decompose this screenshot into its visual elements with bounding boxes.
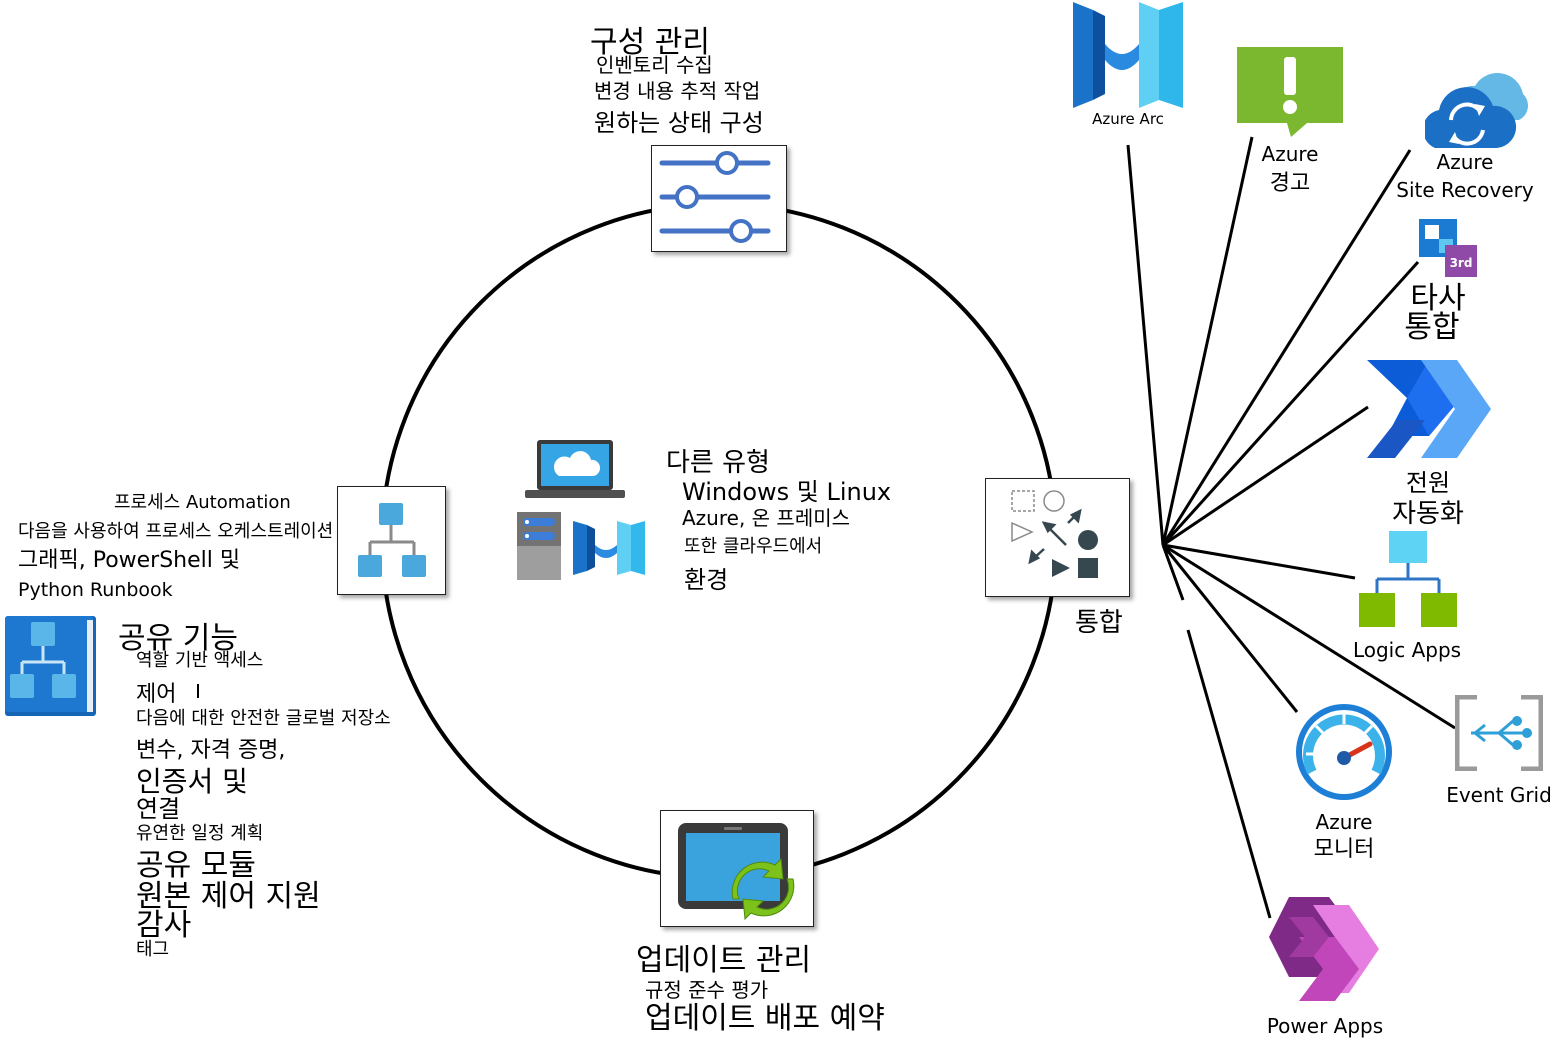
shapes-icon <box>1011 490 1098 578</box>
shared-item-tags: 태그 <box>136 939 170 960</box>
connector-alerts <box>1161 136 1254 546</box>
center-line-cloud: 또한 클라우드에서 <box>684 536 823 557</box>
tablet-sync-icon <box>678 823 795 921</box>
integration-label: 통합 <box>1075 608 1123 638</box>
alerts-label-line1: Azure <box>1261 142 1319 166</box>
text-cursor <box>197 684 199 698</box>
shared-item-certificates: 인증서 및 <box>136 765 248 798</box>
site-recovery-label-line1: Azure <box>1436 150 1494 174</box>
azure-arc-label: Azure Arc <box>1092 110 1164 128</box>
alert-icon <box>1237 47 1343 137</box>
center-line-azure: Azure, 온 프레미스 <box>682 506 851 530</box>
power-apps-icon <box>1269 897 1379 1001</box>
config-title: 구성 관리 <box>590 25 710 60</box>
shared-item-rbac: 역할 기반 액세스 <box>136 650 264 671</box>
power-apps-label: Power Apps <box>1266 1014 1384 1038</box>
process-line-graphical: 그래픽, PowerShell 및 <box>18 548 241 573</box>
shared-item-scheduling: 유연한 일정 계획 <box>136 823 264 844</box>
config-item-dsc: 원하는 상태 구성 <box>594 109 764 137</box>
azure-arc-icon <box>1073 2 1183 108</box>
monitor-label-line2: 모니터 <box>1313 837 1375 862</box>
connector-third-party <box>1161 260 1420 547</box>
config-item-change-tracking: 변경 내용 추적 작업 <box>594 79 761 103</box>
shared-book-icon <box>5 616 96 716</box>
event-grid-label: Event Grid <box>1446 783 1552 807</box>
process-line-orchestration: 다음을 사용하여 프로세스 오케스트레이션 <box>18 521 334 542</box>
server-icon <box>517 512 561 580</box>
update-item-compliance: 규정 준수 평가 <box>645 978 769 1002</box>
power-automate-label-line2: 자동화 <box>1392 499 1464 529</box>
shared-item-control: 제어 <box>136 682 177 707</box>
process-icon-box <box>337 486 446 595</box>
third-party-label-line2: 통합 <box>1404 310 1460 345</box>
sliders-icon <box>659 151 771 243</box>
logic-apps-label: Logic Apps <box>1352 638 1462 662</box>
connector-event-grid <box>1162 543 1456 730</box>
center-title: 다른 유형 <box>666 448 770 478</box>
monitor-label-line1: Azure <box>1315 810 1373 834</box>
integration-icon-box <box>985 478 1130 597</box>
shared-title: 공유 기능 <box>118 621 238 656</box>
runbook-hierarchy-icon <box>358 503 426 577</box>
update-title: 업데이트 관리 <box>636 943 812 978</box>
connector-azure-arc <box>1126 144 1165 546</box>
center-line-env: 환경 <box>684 566 729 594</box>
connector-monitor <box>1161 544 1299 713</box>
azure-arc-small-icon <box>573 521 645 575</box>
shared-item-connections: 연결 <box>136 795 181 823</box>
connector-power-automate <box>1162 405 1369 547</box>
event-grid-icon <box>1455 695 1543 771</box>
process-line-python: Python Runbook <box>18 579 173 601</box>
monitor-gauge-icon <box>1296 704 1392 800</box>
site-recovery-icon <box>1425 73 1528 148</box>
shared-item-secure-store: 다음에 대한 안전한 글로벌 저장소 <box>136 708 391 729</box>
shared-item-modules: 공유 모듈 <box>136 848 256 883</box>
connector-stub <box>1161 544 1185 601</box>
center-line-os: Windows 및 Linux <box>682 478 892 506</box>
third-party-icon: 3rd <box>1419 219 1477 277</box>
connector-site-recovery <box>1161 149 1412 546</box>
config-icon-box <box>651 145 787 252</box>
shared-item-variables: 변수, 자격 증명, <box>136 738 286 763</box>
process-title: 프로세스 Automation <box>114 492 291 513</box>
connector-power-apps <box>1186 629 1272 919</box>
power-automate-icon <box>1367 360 1491 458</box>
third-party-badge: 3rd <box>1450 256 1473 270</box>
update-icon-box <box>660 810 814 927</box>
site-recovery-label-line2: Site Recovery <box>1396 178 1534 202</box>
config-item-inventory: 인벤토리 수집 <box>596 53 713 77</box>
update-item-schedule: 업데이트 배포 예약 <box>645 1001 885 1036</box>
third-party-label-line1: 타사 <box>1410 281 1466 316</box>
shared-item-audit: 감사 <box>136 908 192 943</box>
connector-logic-apps <box>1162 543 1356 580</box>
alerts-label-line2: 경고 <box>1269 171 1311 196</box>
logic-apps-icon <box>1359 531 1457 627</box>
laptop-cloud-icon <box>525 440 625 498</box>
power-automate-label-line1: 전원 <box>1405 469 1451 497</box>
shared-item-source-control: 원본 제어 지원 <box>136 879 321 914</box>
